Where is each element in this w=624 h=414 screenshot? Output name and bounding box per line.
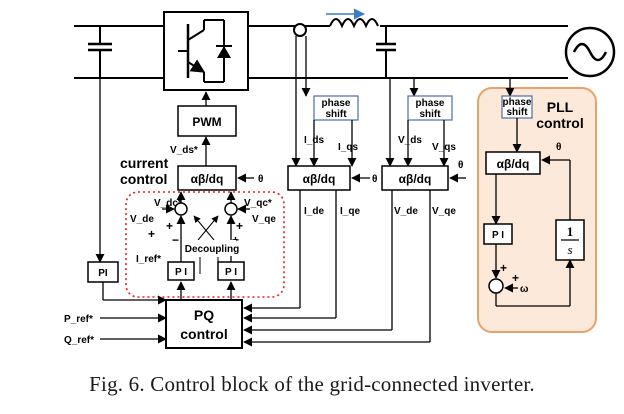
label-vde: V_de (394, 206, 418, 217)
label-ids: I_ds (304, 135, 324, 146)
filter-capacitor-icon (376, 26, 396, 78)
pll-region (477, 87, 597, 333)
label-vdc-star: V_dc* (154, 198, 182, 209)
theta-label-current: θ (258, 174, 263, 185)
pi-label-dc: PI (98, 268, 108, 279)
label-ide: I_de (304, 206, 324, 217)
pwm-label: PWM (192, 115, 221, 129)
label-vds: V_ds (398, 135, 422, 146)
omega-label: ω (520, 284, 529, 295)
abdq-block-voltage-meas (381, 165, 449, 191)
decoupling-block (188, 240, 236, 256)
sum-junction-d (174, 202, 188, 216)
ac-source-icon (564, 26, 616, 78)
label-qref: Q_ref* (64, 335, 94, 346)
integrator-numerator: 1 (567, 224, 574, 239)
sum-junction-pll (488, 278, 504, 294)
pi-label-d: P I (175, 267, 187, 278)
pll-label-line1: PLL (547, 99, 574, 115)
plus-pll-1: + (500, 261, 507, 275)
label-iqs: I_qs (338, 142, 358, 153)
phase-shift-1-line1: phase (322, 98, 351, 109)
phase-shift-pll-line2: shift (506, 107, 528, 118)
label-vqe: V_qe (432, 206, 456, 217)
abdq-label-current-meas: αβ/dq (303, 172, 336, 186)
plus-q-top: + (236, 219, 243, 233)
abdq-label-voltage-meas: αβ/dq (399, 172, 432, 186)
abdq-block-current-meas (287, 165, 351, 191)
current-control-label-line2: control (120, 171, 167, 187)
abdq-block-pll (485, 151, 541, 175)
theta-label-voltage-meas: θ (458, 160, 463, 171)
phase-shift-2-line1: phase (416, 98, 445, 109)
diagram-canvas: phase shift phase shift phase shift I_ds… (64, 8, 616, 349)
pi-label-q: P I (225, 267, 237, 278)
current-control-label-line1: current (120, 155, 169, 171)
phase-shift-block-2 (407, 95, 453, 121)
abdq-label-current: αβ/dq (191, 172, 224, 186)
theta-label-pll: θ (556, 142, 561, 153)
theta-label-current-meas: θ (372, 174, 377, 185)
decoupling-label: Decoupling (185, 244, 239, 255)
pi-block-pll (483, 223, 513, 245)
pq-control-line1: PQ (194, 307, 214, 323)
current-control-region (125, 191, 285, 298)
label-vde-current: V_de (130, 214, 154, 225)
inductor-icon (326, 8, 379, 29)
phase-shift-1-line2: shift (325, 109, 347, 120)
pi-block-d (167, 261, 195, 281)
label-vqs: V_qs (432, 142, 456, 153)
current-sensor (293, 23, 307, 37)
label-iqe: I_qe (340, 206, 360, 217)
igbt-switch-icon (163, 11, 249, 91)
plus-d-top: + (166, 219, 173, 233)
abdq-label-pll: αβ/dq (497, 157, 530, 171)
phase-shift-2-line2: shift (419, 109, 441, 120)
phase-shift-pll-line1: phase (503, 97, 532, 108)
pq-control-line2: control (180, 326, 227, 342)
label-vqe-current: V_qe (252, 214, 276, 225)
plus-iref: + (148, 227, 155, 241)
label-vds-star: V_ds* (170, 145, 198, 156)
label-iref-star: I_ref* (136, 254, 161, 265)
pi-block-q (217, 261, 245, 281)
phase-shift-block-1 (313, 95, 359, 121)
figure-caption: Fig. 6. Control block of the grid-connec… (89, 372, 535, 396)
label-pref: P_ref* (64, 314, 93, 325)
integrator-denominator: s (567, 242, 572, 257)
sum-junction-q (224, 202, 238, 216)
pi-label-pll: P I (492, 230, 504, 241)
pwm-block (177, 105, 237, 137)
pll-label-line2: control (536, 115, 583, 131)
pq-control-block (165, 299, 243, 349)
plus-pll-2: + (512, 271, 519, 285)
abdq-block-current (177, 165, 237, 191)
capacitor-icon (88, 26, 112, 78)
label-vqc-star: V_qc* (244, 198, 272, 209)
minus-d: − (172, 233, 179, 247)
